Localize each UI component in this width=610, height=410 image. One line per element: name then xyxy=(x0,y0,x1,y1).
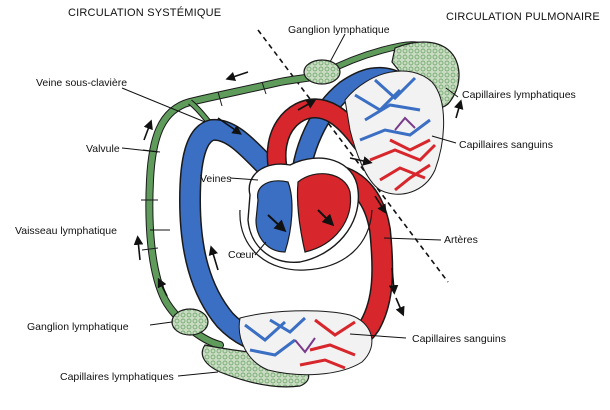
ganglion-bottom-shape xyxy=(171,308,209,336)
separator-line xyxy=(257,29,449,283)
label-vaisseau-lymphatique: Vaisseau lymphatique xyxy=(15,225,117,237)
systemic-capillary-bed xyxy=(238,310,373,376)
pericardium xyxy=(239,209,373,271)
label-valvule: Valvule xyxy=(86,143,120,155)
ganglion-top-shape xyxy=(303,59,341,85)
lymphatic-system xyxy=(141,41,460,388)
heart-right-side xyxy=(255,180,293,253)
label-veines: Veines xyxy=(200,173,232,185)
label-capillaires-sanguins-right: Capillaires sanguins xyxy=(459,139,553,151)
label-veine-sous-claviere: Veine sous-clavière xyxy=(36,77,127,89)
flow-arrows xyxy=(133,71,464,317)
label-coeur: Cœur xyxy=(228,249,255,261)
label-capillaires-lymph-bottom: Capillaires lymphatiques xyxy=(60,371,174,383)
label-capillaires-sanguins-bottom: Capillaires sanguins xyxy=(412,333,506,345)
header-systemic: CIRCULATION SYSTÉMIQUE xyxy=(68,6,221,19)
label-ganglion-bottom: Ganglion lymphatique xyxy=(27,321,129,333)
label-ganglion-top: Ganglion lymphatique xyxy=(288,24,390,36)
leader-lines xyxy=(121,33,459,377)
heart-left-side xyxy=(296,173,352,253)
label-arteres: Artères xyxy=(444,234,478,246)
label-capillaires-lymph-right: Capillaires lymphatiques xyxy=(462,89,576,101)
header-pulmonary: CIRCULATION PULMONAIRE xyxy=(446,11,600,23)
heart xyxy=(247,157,360,263)
